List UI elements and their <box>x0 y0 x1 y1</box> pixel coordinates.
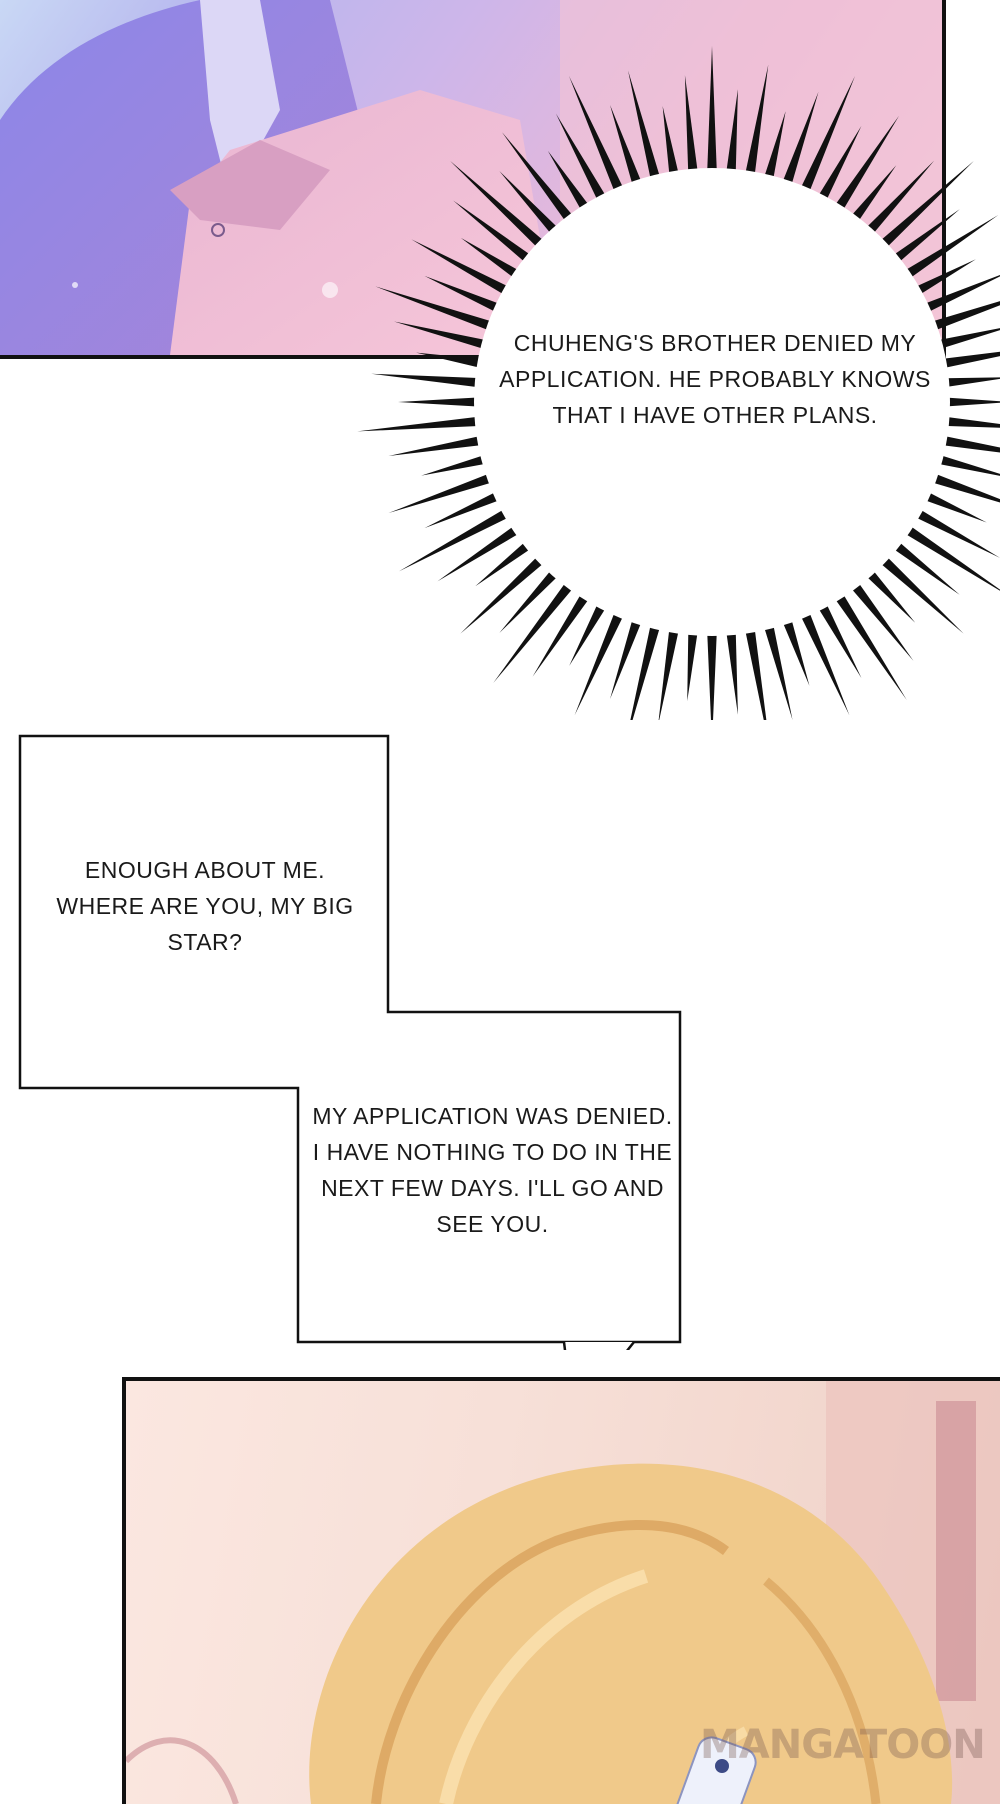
bottom-panel-illustration <box>126 1381 1000 1804</box>
burst-ray <box>532 588 593 677</box>
burst-ray <box>924 301 1000 334</box>
collar-shape <box>200 0 280 200</box>
burst-ray <box>725 89 738 178</box>
phone-shape <box>675 1736 757 1804</box>
burst-ray <box>934 351 1000 370</box>
burst-ray <box>815 125 862 206</box>
burst-ray <box>898 521 1000 591</box>
burst-ray <box>398 505 516 572</box>
burst-ray <box>798 606 850 716</box>
burst-ray <box>929 328 1000 352</box>
burst-ray <box>846 165 897 227</box>
burst-ray <box>934 434 1000 453</box>
burst-ray <box>555 113 609 206</box>
burst-ray <box>815 598 862 679</box>
hair-shape <box>309 1463 953 1804</box>
burst-ray <box>416 352 490 370</box>
burst-ray <box>450 160 550 253</box>
burst-ray <box>460 551 550 634</box>
speech-box-one-text: ENOUGH ABOUT ME. WHERE ARE YOU, MY BIG S… <box>56 857 354 955</box>
burst-ray <box>574 606 626 716</box>
burst-ray <box>499 564 563 634</box>
burst-ray <box>916 488 987 523</box>
burst-bubble-text: CHUHENG'S BROTHER DENIED MY APPLICATION.… <box>499 330 931 428</box>
burst-ray <box>707 627 717 720</box>
burst-ray <box>375 286 500 334</box>
burst-ray <box>437 521 526 582</box>
burst-ray <box>861 564 916 623</box>
burst-ray <box>424 488 508 529</box>
burst-ray <box>628 70 662 185</box>
burst-ray <box>475 536 537 587</box>
burst-ray <box>916 274 1000 316</box>
watermark-logo: MANGATOON <box>700 1722 986 1768</box>
pocket-shape <box>170 140 330 230</box>
burst-ray <box>744 64 769 180</box>
burst-ray <box>501 132 578 227</box>
burst-ray <box>569 598 609 666</box>
burst-ray <box>421 452 495 476</box>
burst-ray <box>762 111 786 185</box>
bottom-comic-panel <box>122 1377 1000 1804</box>
burst-ray <box>424 275 508 316</box>
burst-ray <box>887 536 960 595</box>
burst-ray <box>411 239 516 299</box>
burst-ray <box>453 200 537 268</box>
burst-ray <box>725 626 738 715</box>
burst-ray <box>831 115 900 216</box>
burst-ray <box>707 46 717 177</box>
speech-box-two-text: MY APPLICATION WAS DENIED. I HAVE NOTHIN… <box>312 1103 673 1237</box>
burst-ray <box>630 619 662 720</box>
burst-ray <box>898 214 999 283</box>
burst-ray <box>357 415 488 432</box>
burst-ray <box>744 624 767 720</box>
burst-ray <box>394 321 495 352</box>
burst-ray <box>662 106 680 180</box>
burst-ray <box>493 577 578 683</box>
burst-ray <box>780 91 819 190</box>
burst-ray <box>874 160 974 253</box>
burst-ray <box>861 160 935 240</box>
burst-ray <box>610 614 644 699</box>
burst-ray <box>780 614 810 686</box>
burst-ray <box>846 577 914 661</box>
burst-ray <box>798 75 856 198</box>
burst-ray <box>388 470 500 514</box>
burst-ray <box>658 624 680 720</box>
burst-ray <box>831 588 907 701</box>
burst-ray <box>936 415 1000 428</box>
burst-ray <box>936 377 1000 389</box>
burst-ray <box>568 75 626 198</box>
burst-ray <box>874 551 964 634</box>
burst-ray <box>887 209 960 268</box>
burst-ray <box>398 397 487 407</box>
burst-ray <box>499 170 563 240</box>
burst-ray <box>687 626 699 701</box>
burst-ray <box>929 452 1000 476</box>
burst-ray <box>924 470 1000 503</box>
burst-ray <box>460 237 526 283</box>
burst-ray <box>762 619 793 720</box>
speech-box-outline <box>18 734 682 1344</box>
burst-ray <box>937 397 1000 407</box>
burst-ray <box>371 373 488 389</box>
burst-ray <box>547 150 593 216</box>
burst-thought-bubble <box>357 46 1000 720</box>
burst-ray <box>388 434 490 456</box>
burst-ray <box>684 75 699 178</box>
button-shape <box>211 223 225 237</box>
speech-box-shapes <box>18 734 682 1350</box>
burst-ray <box>908 259 976 299</box>
burst-ray <box>610 105 644 190</box>
burst-ray <box>908 505 1000 558</box>
